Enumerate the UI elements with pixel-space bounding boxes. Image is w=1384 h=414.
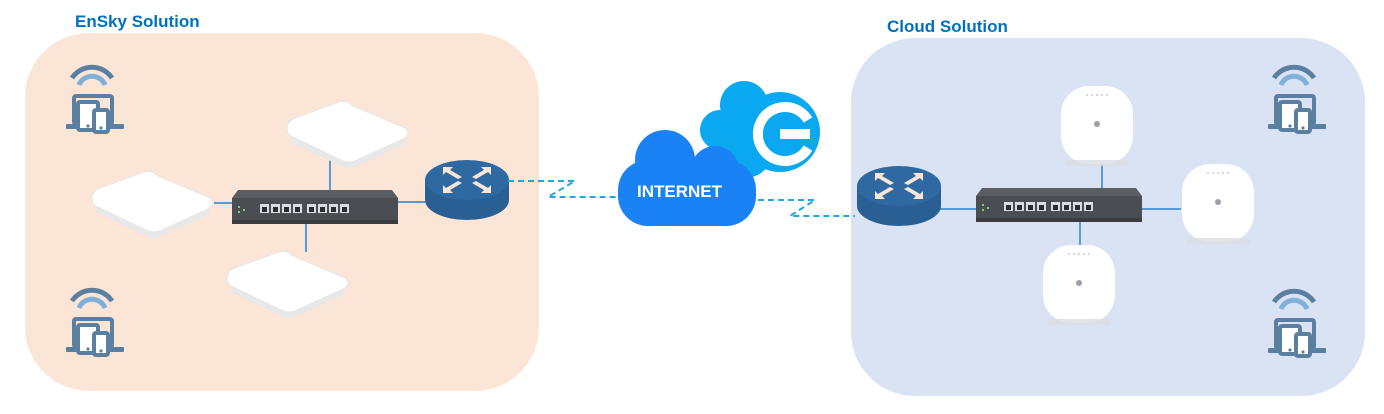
g-logo-icon bbox=[752, 102, 813, 166]
router-icon bbox=[857, 166, 941, 226]
router-icon bbox=[425, 160, 509, 220]
wan-dashed-links bbox=[508, 180, 855, 217]
wan-link-right bbox=[758, 199, 855, 217]
network-switch-icon bbox=[232, 190, 398, 224]
access-point-icon bbox=[1043, 245, 1115, 325]
internet-cloud-icon bbox=[618, 130, 756, 226]
access-point-icon bbox=[286, 101, 409, 169]
client-devices-icon bbox=[1268, 67, 1326, 132]
cloud-solution-title: Cloud Solution bbox=[887, 17, 1008, 36]
client-devices-icon bbox=[66, 67, 124, 132]
access-point-icon bbox=[1061, 86, 1133, 166]
client-devices-icon bbox=[66, 290, 124, 355]
access-point-icon bbox=[1182, 164, 1254, 244]
client-devices-icon bbox=[1268, 291, 1326, 356]
internet-label: INTERNET bbox=[637, 182, 723, 201]
access-point-icon bbox=[91, 171, 214, 239]
access-point-icon bbox=[226, 251, 349, 319]
network-switch-icon bbox=[976, 188, 1142, 222]
wan-link-left bbox=[508, 180, 618, 198]
ensky-solution-title: EnSky Solution bbox=[75, 12, 200, 31]
left-wired-links bbox=[214, 155, 425, 252]
